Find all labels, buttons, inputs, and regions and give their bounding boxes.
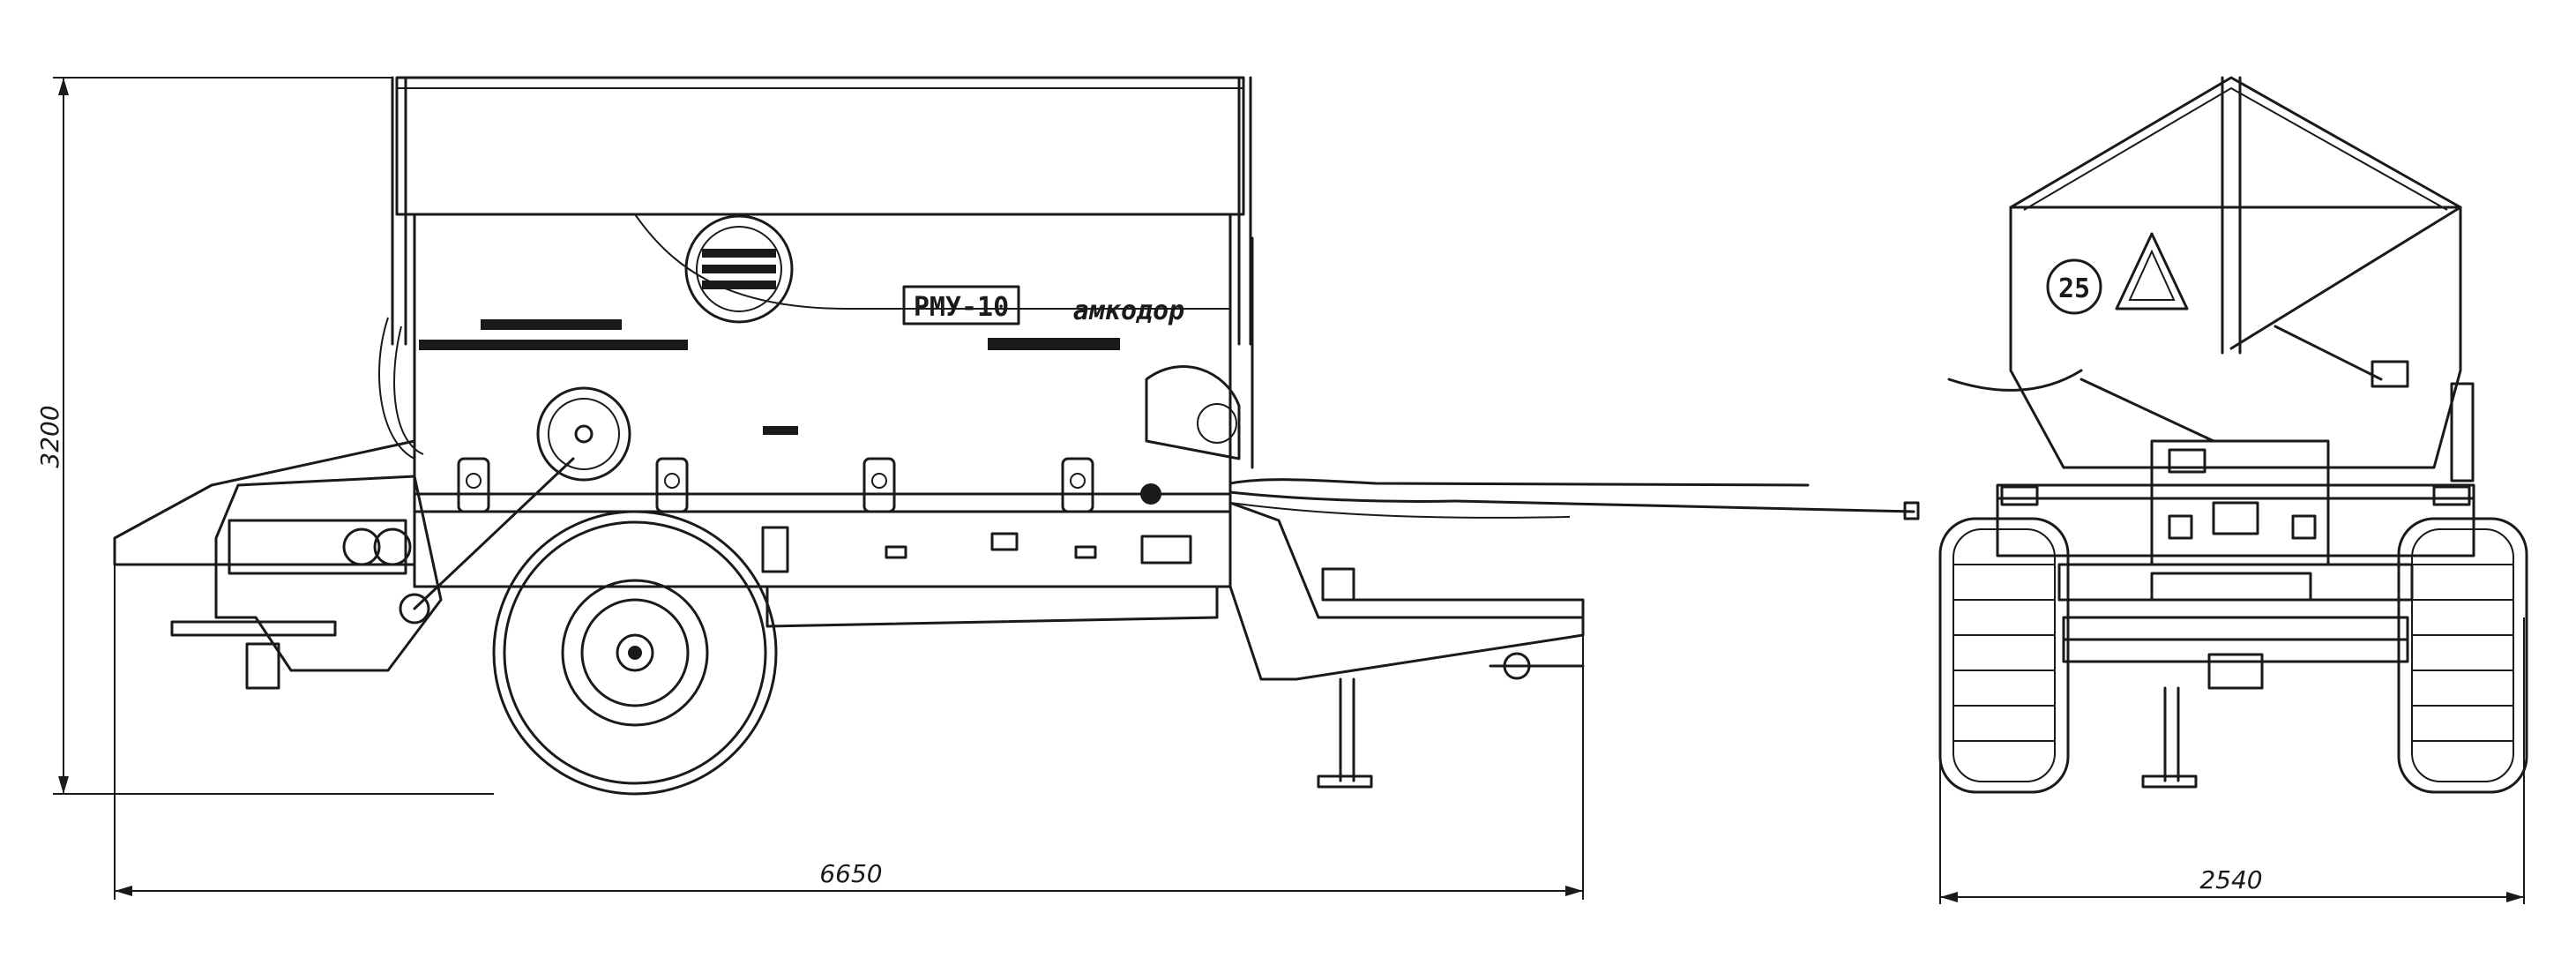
brand-logo-icon: [684, 214, 794, 324]
brand-label: амкодор: [1073, 295, 1184, 326]
side-view: РМУ-10 амкодор: [113, 76, 1920, 796]
length-dimension: 6650: [114, 547, 1584, 900]
height-dimension-label: 3200: [35, 405, 64, 468]
slow-vehicle-triangle-icon: [2115, 232, 2189, 310]
front-right-tire: [2397, 517, 2528, 794]
front-view: 25: [1938, 76, 2528, 794]
plate-number-label: 25: [2058, 273, 2090, 304]
width-dimension-label: 2540: [2199, 865, 2262, 894]
side-brackets: [457, 457, 1094, 513]
front-left-tire: [1938, 517, 2070, 794]
sprocket-wheel: [536, 386, 631, 482]
height-dimension: 3200: [35, 77, 494, 795]
hydraulic-hoses: [1140, 478, 1920, 520]
model-label: РМУ-10: [914, 292, 1009, 323]
side-wheel: [492, 510, 778, 796]
length-dimension-label: 6650: [819, 859, 882, 888]
